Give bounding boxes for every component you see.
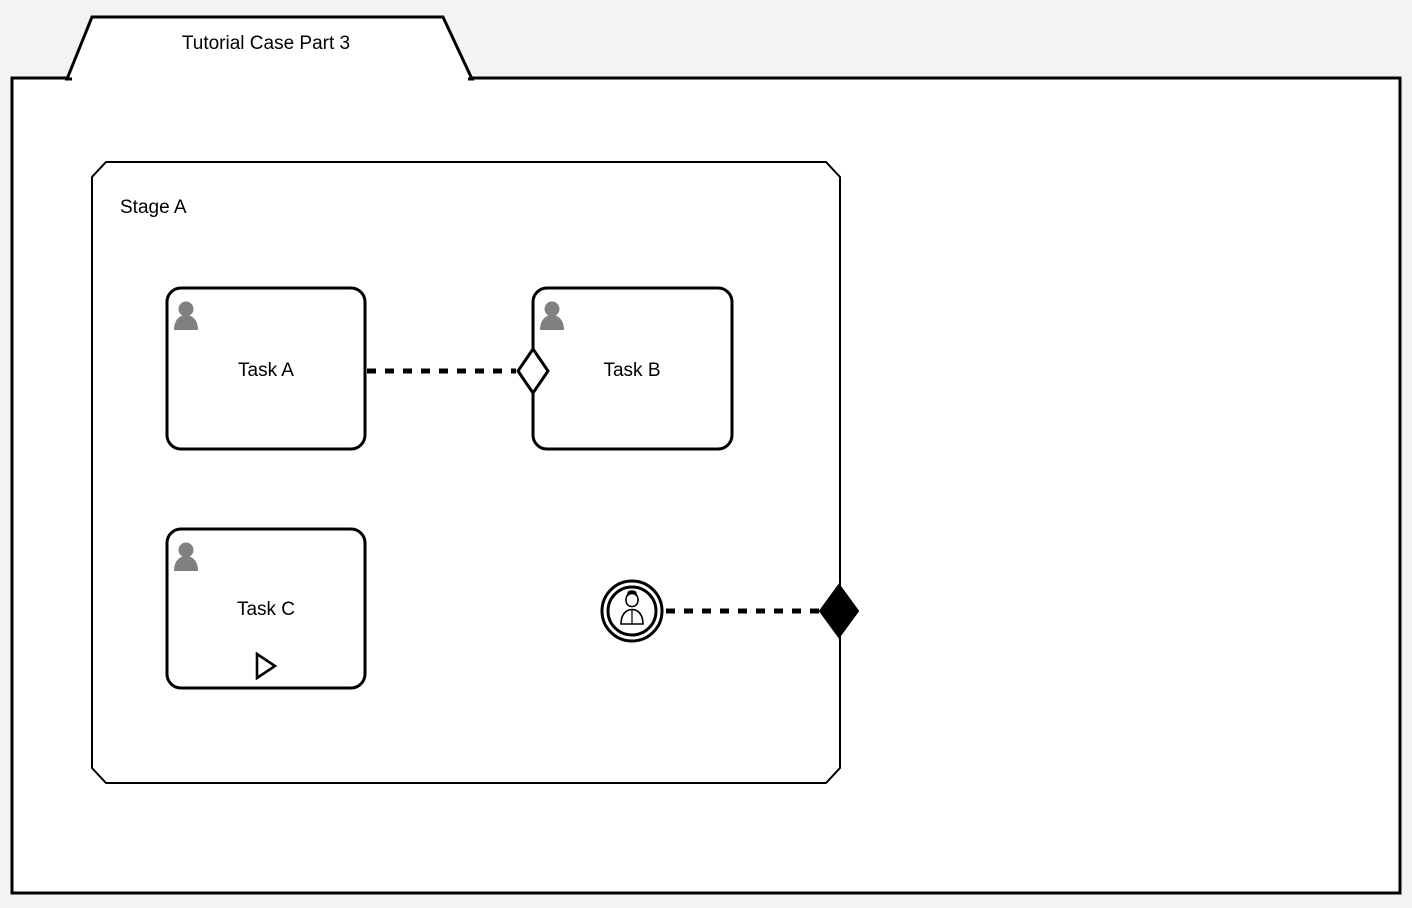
stage-exit-criterion[interactable] [818,583,860,639]
task-b-entry-criterion[interactable] [516,346,550,396]
user-event-listener-icon [620,590,644,625]
task-c-label: Task C [237,599,295,620]
human-task-icon [174,542,198,571]
task-c-body[interactable] [165,527,367,690]
user-event-listener[interactable] [600,579,664,643]
task-a-node[interactable]: Task A [165,286,367,451]
task-c-node[interactable]: Task C [165,527,367,690]
task-a-body[interactable] [165,286,367,451]
task-a-label: Task A [238,360,294,381]
human-task-icon [174,301,198,330]
play-triangle-icon [255,651,278,681]
stage-shape[interactable] [91,161,841,784]
case-title-text: Tutorial Case Part 3 [182,33,350,54]
stage-label-text: Stage A [120,197,187,218]
case-title-tab-merge-mask [72,77,468,82]
task-b-label: Task B [603,360,660,381]
human-task-icon [540,301,564,330]
task-b-node[interactable]: Task B [516,286,734,451]
